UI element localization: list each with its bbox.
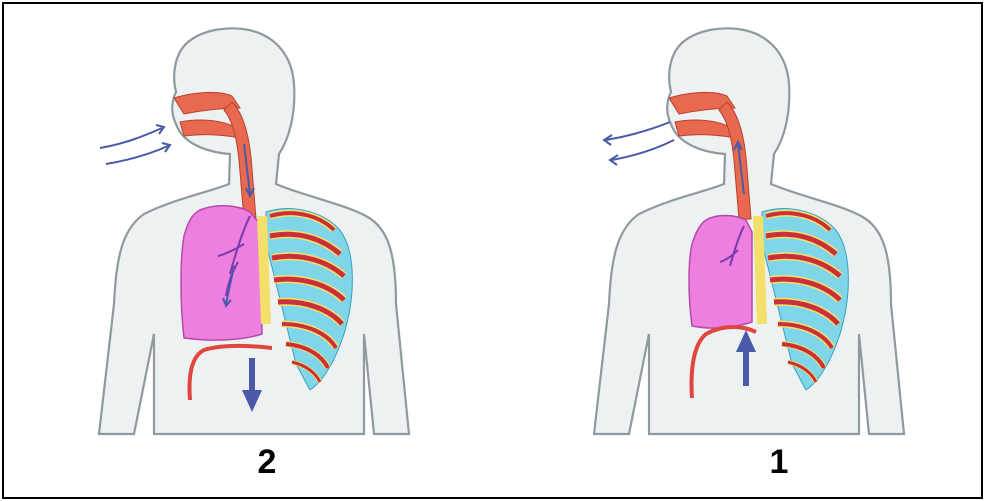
breathing-panel-left: 2	[4, 4, 494, 497]
panel-number-label: 1	[749, 442, 809, 482]
lung	[689, 216, 752, 329]
panel-number-label: 2	[237, 442, 297, 482]
torso-illustration-right	[494, 4, 984, 497]
air-flow-arrow-icon	[100, 125, 170, 164]
torso-illustration-left	[4, 4, 494, 497]
air-flow-arrow-icon	[604, 122, 674, 165]
lung	[181, 206, 262, 340]
breathing-panel-right: 1	[494, 4, 984, 497]
